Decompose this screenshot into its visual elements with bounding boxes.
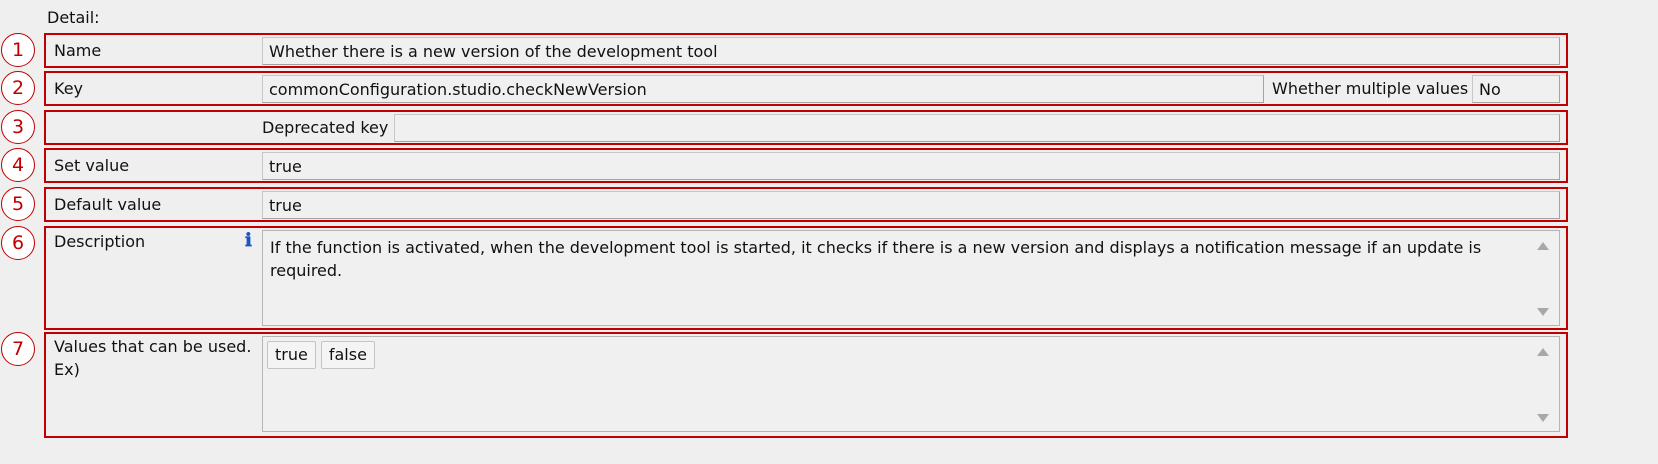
usable-values-label-line1: Values that can be used. xyxy=(54,337,252,356)
annotation-marker-1: 1 xyxy=(1,33,35,67)
deprecated-row: Deprecated key xyxy=(44,110,1568,145)
description-label: Description xyxy=(54,232,146,251)
multiple-values-field[interactable]: No xyxy=(1472,75,1560,103)
annotation-marker-4: 4 xyxy=(1,148,35,182)
set-value-row: Set value true xyxy=(44,148,1568,183)
scroll-down-icon[interactable] xyxy=(1537,308,1549,316)
default-value-row: Default value true xyxy=(44,187,1568,222)
name-label: Name xyxy=(54,41,102,60)
default-value-field[interactable]: true xyxy=(262,191,1560,219)
description-textarea[interactable]: If the function is activated, when the d… xyxy=(262,230,1560,326)
name-field[interactable]: Whether there is a new version of the de… xyxy=(262,37,1560,65)
default-value-label: Default value xyxy=(54,195,162,214)
annotation-marker-5: 5 xyxy=(1,187,35,221)
usable-values-label-line2: Ex) xyxy=(54,360,80,379)
key-field[interactable]: commonConfiguration.studio.checkNewVersi… xyxy=(262,75,1264,103)
annotation-marker-2: 2 xyxy=(1,71,35,105)
multiple-values-label: Whether multiple values xyxy=(1272,79,1469,98)
key-label: Key xyxy=(54,79,84,98)
annotation-marker-7: 7 xyxy=(1,332,35,366)
annotation-marker-6: 6 xyxy=(1,226,35,260)
info-icon[interactable]: ℹ xyxy=(245,230,252,251)
deprecated-key-label: Deprecated key xyxy=(262,118,389,137)
scroll-up-icon[interactable] xyxy=(1537,348,1549,356)
annotation-marker-3: 3 xyxy=(1,110,35,144)
usable-values-label: Values that can be used. Ex) xyxy=(54,335,251,381)
value-chip-false[interactable]: false xyxy=(320,341,375,369)
description-row: Description ℹ If the function is activat… xyxy=(44,226,1568,330)
description-text: If the function is activated, when the d… xyxy=(270,238,1482,280)
deprecated-key-field[interactable] xyxy=(394,114,1560,142)
key-row: Key commonConfiguration.studio.checkNewV… xyxy=(44,71,1568,106)
detail-title: Detail: xyxy=(47,8,100,27)
set-value-label: Set value xyxy=(54,156,130,175)
scroll-up-icon[interactable] xyxy=(1537,242,1549,250)
value-chip-true[interactable]: true xyxy=(267,341,316,369)
name-row: Name Whether there is a new version of t… xyxy=(44,33,1568,68)
set-value-field[interactable]: true xyxy=(262,152,1560,180)
scroll-down-icon[interactable] xyxy=(1537,414,1549,422)
